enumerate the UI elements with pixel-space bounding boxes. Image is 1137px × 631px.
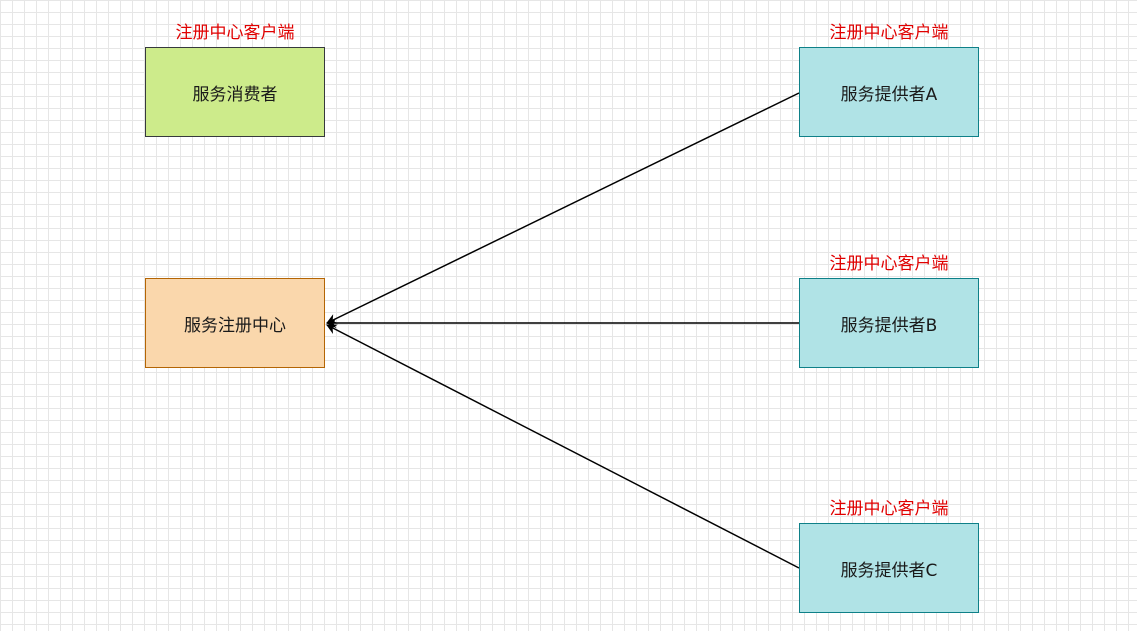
provider-a-client-tag: 注册中心客户端	[829, 23, 949, 43]
provider-b-client-tag: 注册中心客户端	[829, 254, 949, 274]
provider-c-client-tag: 注册中心客户端	[829, 499, 949, 519]
service-provider-c-node[interactable]: 服务提供者C	[799, 523, 979, 613]
service-provider-b-label: 服务提供者B	[840, 315, 938, 336]
service-provider-a-label: 服务提供者A	[840, 84, 938, 105]
service-registry-node[interactable]: 服务注册中心	[145, 278, 325, 368]
service-provider-a-node[interactable]: 服务提供者A	[799, 47, 979, 137]
service-consumer-node[interactable]: 服务消费者	[145, 47, 325, 137]
consumer-client-tag: 注册中心客户端	[175, 23, 295, 43]
service-registry-label: 服务注册中心	[184, 315, 286, 336]
service-provider-c-label: 服务提供者C	[840, 560, 938, 581]
edge-provider-a-to-registry	[326, 92, 800, 324]
service-provider-b-node[interactable]: 服务提供者B	[799, 278, 979, 368]
edge-provider-c-to-registry	[326, 324, 800, 569]
service-consumer-label: 服务消费者	[192, 84, 278, 105]
